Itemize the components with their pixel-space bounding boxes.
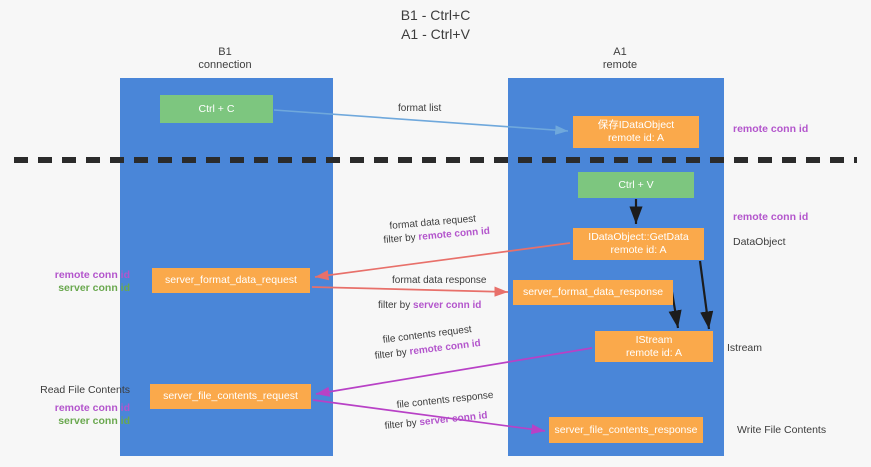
box-idataobject-label: 保存IDataObject: [597, 119, 675, 131]
arrow-label-fcresp-filter-prefix: filter by: [384, 417, 421, 432]
box-idataobject[interactable]: 保存IDataObject remote id: A: [573, 116, 699, 148]
arrow-format-data-response: [311, 286, 509, 297]
arrow-label-file-contents-response-filter: filter by server conn id: [384, 409, 488, 433]
page-title-line1: B1 - Ctrl+C: [400, 7, 471, 23]
box-istream[interactable]: IStream remote id: A: [595, 331, 713, 362]
box-idataobject-getdata-label: IDataObject::GetData: [588, 231, 689, 243]
column-header-b1-name: B1: [218, 46, 232, 58]
arrow-label-fdr-filter-prefix: filter by: [383, 231, 419, 246]
label-right-dataobject: DataObject: [733, 236, 786, 248]
label-left-read-file-contents: Read File Contents: [40, 384, 130, 396]
arrow-label-format-data-response-text: format data response: [392, 275, 487, 286]
arrow-label-fcresp-filter-key: server conn id: [418, 410, 489, 429]
box-istream-remote-id: remote id: A: [625, 346, 683, 359]
label-right-remote-conn-id-top: remote conn id: [733, 123, 809, 135]
box-idataobject-remote-id: remote id: A: [607, 132, 665, 144]
arrow-label-format-data-response-filter: filter by server conn id: [378, 299, 481, 312]
box-ctrl-c-label: Ctrl + C: [198, 102, 235, 115]
arrow-label-file-contents-response: file contents response: [396, 389, 494, 412]
label-right-istream: Istream: [727, 342, 763, 354]
arrow-label-fdresp-filter-prefix: filter by: [378, 300, 414, 311]
arrow-label-format-list: format list: [398, 102, 441, 115]
column-header-b1: B1 connection: [150, 46, 300, 72]
label-left-remote-conn-id-mid: remote conn id: [54, 269, 130, 281]
arrow-label-format-data-response: format data response: [392, 274, 487, 287]
box-server-format-data-response[interactable]: server_format_data_response: [513, 280, 673, 305]
label-left-server-conn-id-mid: server conn id: [58, 282, 130, 294]
arrow-label-file-contents-response-text: file contents response: [396, 389, 495, 411]
column-header-b1-role: connection: [198, 59, 252, 71]
box-idataobject-getdata-remote-id: remote id: A: [610, 244, 667, 256]
column-header-a1: A1 remote: [545, 46, 695, 72]
page-title: B1 - Ctrl+C A1 - Ctrl+V: [0, 6, 871, 44]
column-header-a1-role: remote: [602, 59, 638, 71]
label-right-write-file-contents: Write File Contents: [737, 424, 827, 436]
phase-divider: [14, 157, 857, 163]
column-header-a1-name: A1: [613, 46, 627, 58]
arrow-label-fdresp-filter-key: server conn id: [413, 300, 482, 311]
box-server-file-contents-response[interactable]: server_file_contents_response: [549, 417, 703, 443]
label-left-conn-ids-bottom: remote conn id server conn id: [22, 402, 130, 428]
box-server-format-data-response-label: server_format_data_response: [522, 286, 664, 298]
arrow-label-format-list-text: format list: [398, 103, 442, 114]
box-server-format-data-request[interactable]: server_format_data_request: [152, 268, 310, 293]
label-left-remote-conn-id-bottom: remote conn id: [54, 402, 130, 414]
label-right-remote-conn-id-mid: remote conn id: [733, 211, 809, 223]
box-server-file-contents-response-label: server_file_contents_response: [554, 423, 698, 436]
box-server-file-contents-request-label: server_file_contents_request: [163, 390, 298, 402]
box-idataobject-getdata[interactable]: IDataObject::GetData remote id: A: [573, 228, 704, 260]
box-ctrl-c[interactable]: Ctrl + C: [160, 95, 273, 123]
label-left-conn-ids-mid: remote conn id server conn id: [22, 269, 130, 295]
arrow-label-fcr-filter-prefix: filter by: [374, 346, 411, 362]
page-title-line2: A1 - Ctrl+V: [401, 26, 470, 42]
box-ctrl-v[interactable]: Ctrl + V: [578, 172, 694, 198]
box-server-file-contents-request[interactable]: server_file_contents_request: [150, 384, 311, 409]
box-istream-label: IStream: [635, 333, 673, 346]
box-server-format-data-request-label: server_format_data_request: [165, 274, 297, 286]
box-ctrl-v-label: Ctrl + V: [618, 178, 654, 191]
label-left-server-conn-id-bottom: server conn id: [58, 415, 130, 427]
